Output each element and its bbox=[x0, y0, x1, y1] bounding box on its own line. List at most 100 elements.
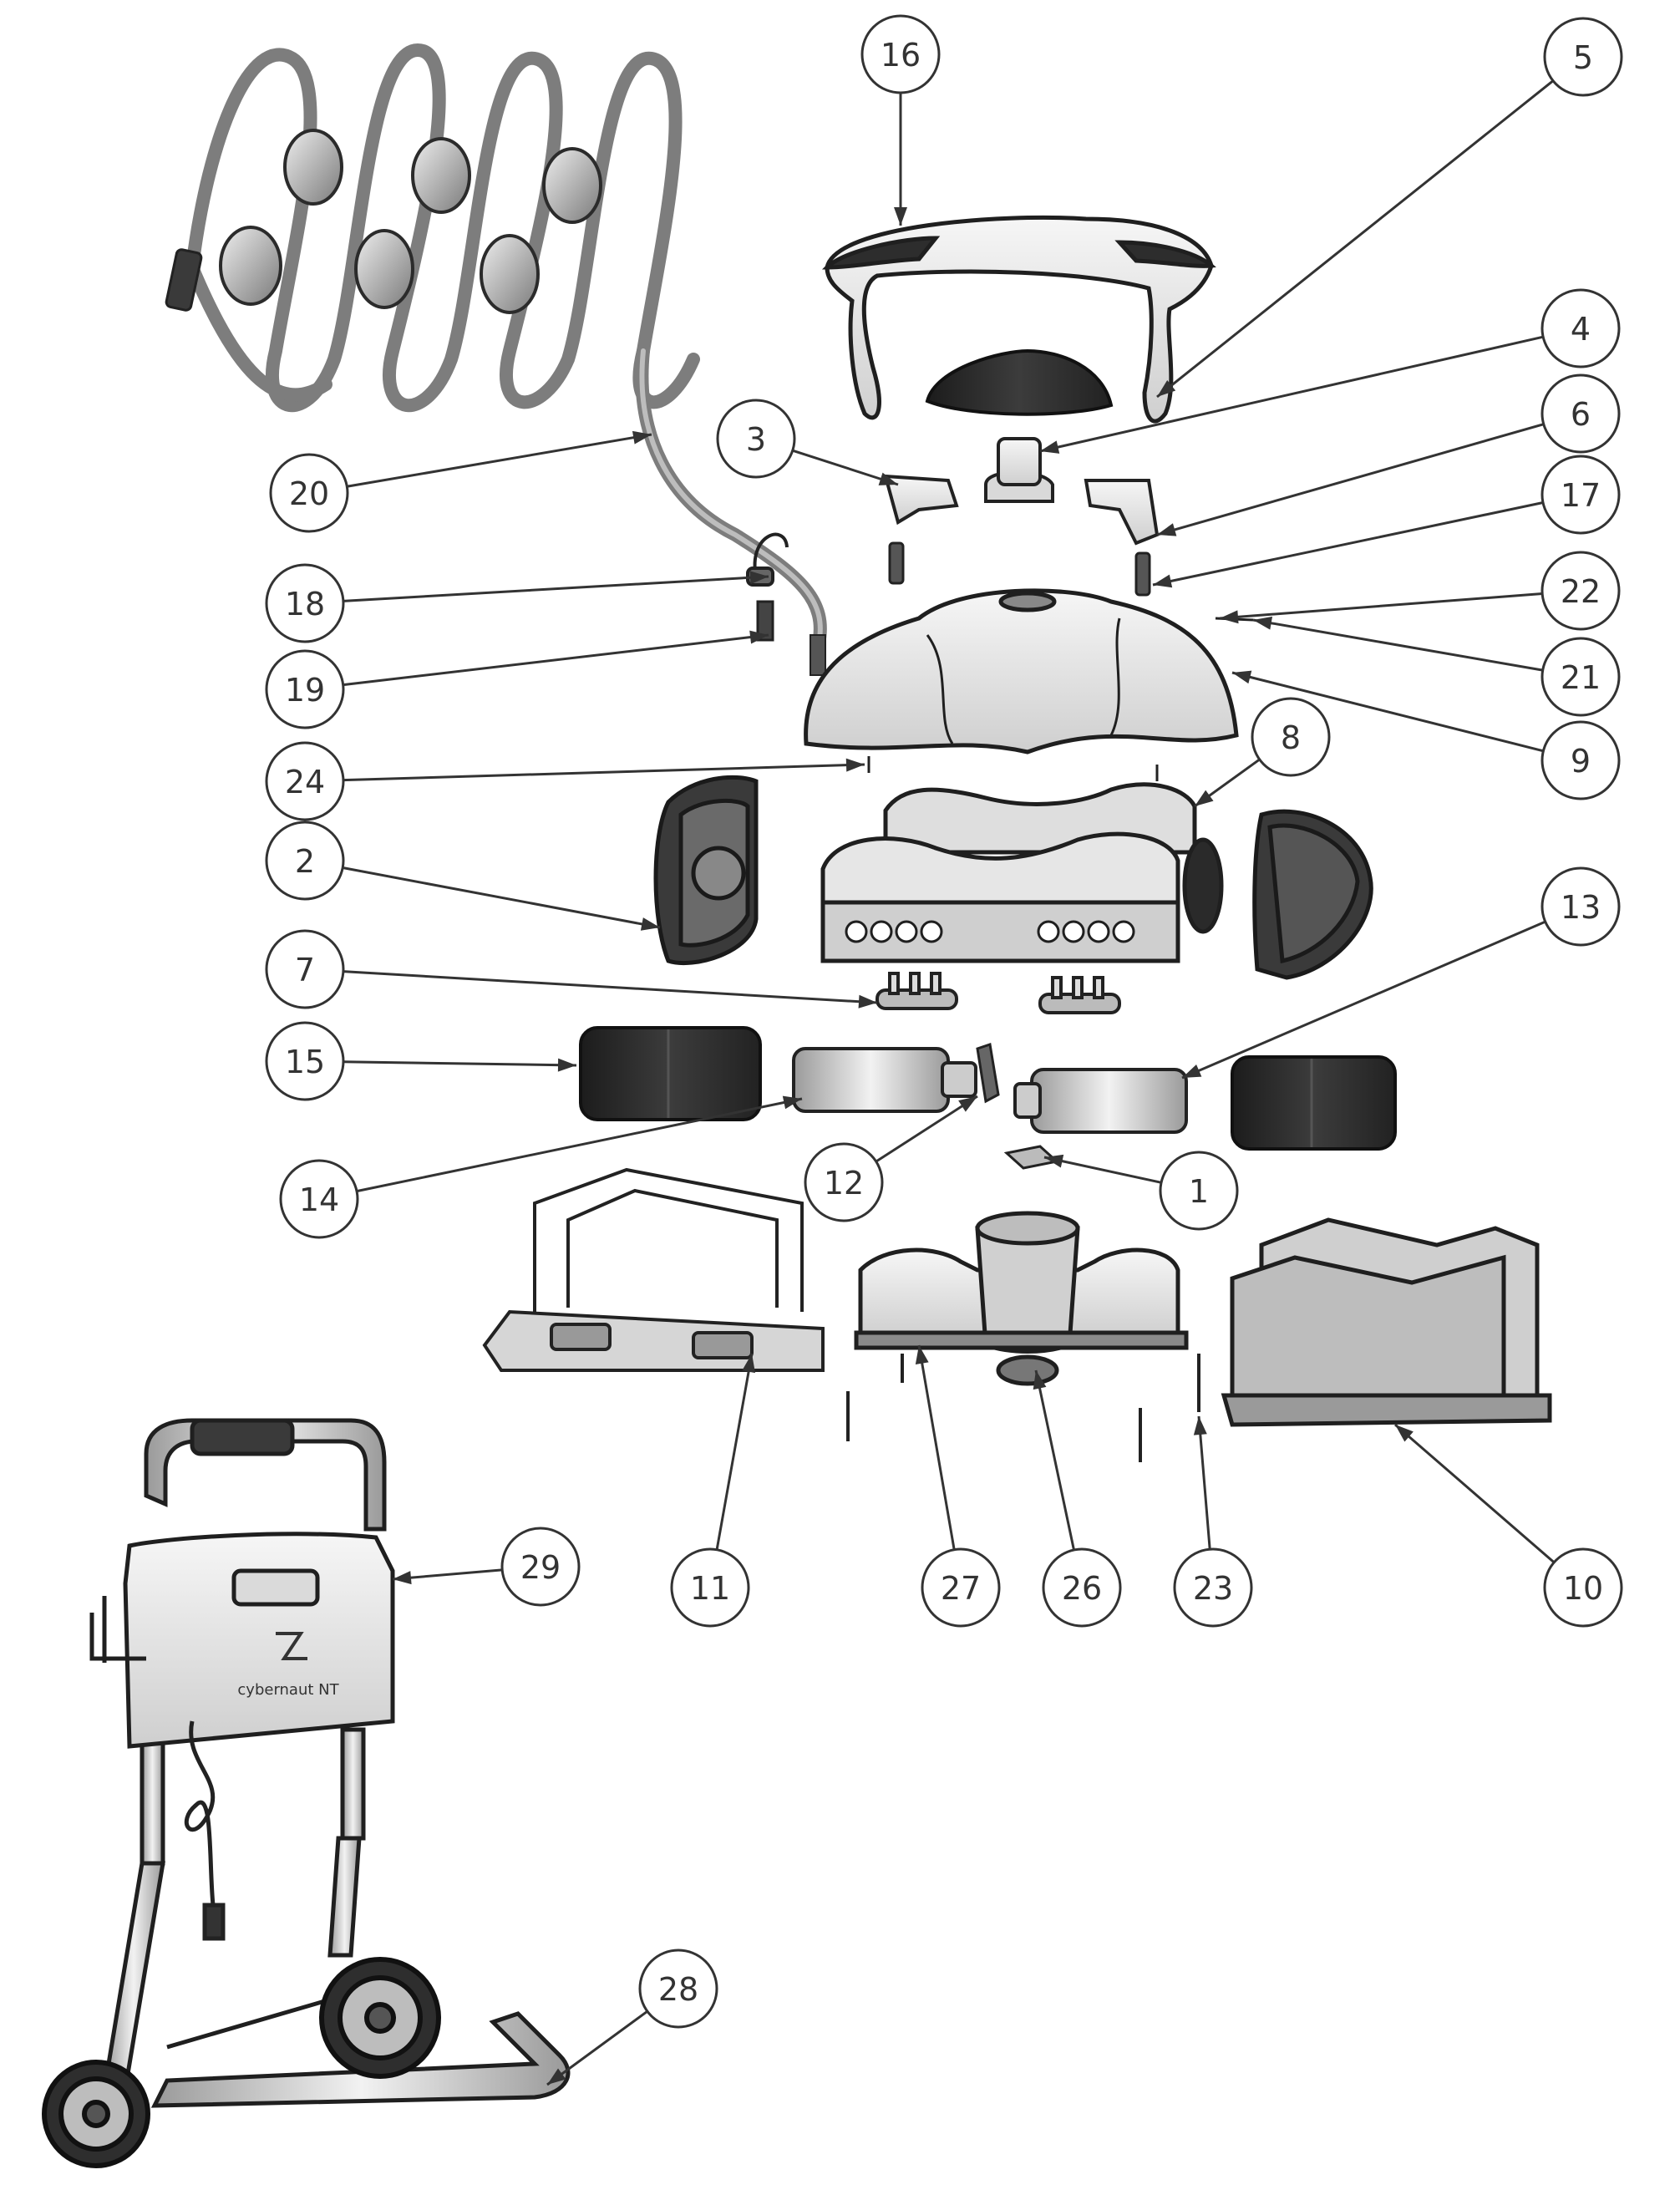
callout-label-20: 20 bbox=[289, 475, 329, 512]
callout-label-22: 22 bbox=[1561, 573, 1601, 610]
callout-label-12: 12 bbox=[824, 1165, 864, 1202]
callout-bubble-17 bbox=[1540, 455, 1621, 535]
callout-bubble-16 bbox=[860, 14, 941, 94]
callout-bubble-6 bbox=[1540, 373, 1621, 454]
arrowhead-27 bbox=[915, 1345, 929, 1365]
part-20-floating-cable bbox=[175, 43, 827, 650]
leader-line-7 bbox=[343, 970, 878, 1004]
arrowhead-23 bbox=[1193, 1416, 1207, 1435]
callout-bubble-1 bbox=[1159, 1151, 1239, 1231]
leader-line-6 bbox=[1156, 423, 1545, 536]
arrowhead-6 bbox=[1157, 523, 1177, 536]
callout-label-1: 1 bbox=[1189, 1173, 1209, 1210]
callout-label-4: 4 bbox=[1571, 311, 1591, 348]
callout-bubble-29 bbox=[500, 1527, 581, 1607]
part-28-caddy-wheels bbox=[42, 1957, 441, 2168]
leader-line-21 bbox=[1252, 618, 1543, 672]
callout-label-8: 8 bbox=[1281, 719, 1301, 756]
part-2-side-panel-right bbox=[1252, 809, 1373, 980]
arrowhead-9 bbox=[1232, 670, 1252, 684]
leader-line-3 bbox=[792, 449, 899, 486]
callout-label-9: 9 bbox=[1571, 743, 1591, 780]
callout-label-14: 14 bbox=[299, 1181, 339, 1218]
callout-label-3: 3 bbox=[746, 421, 766, 458]
callout-bubble-13 bbox=[1540, 866, 1621, 947]
part-15-brushes bbox=[579, 1026, 1397, 1151]
callout-bubble-5 bbox=[1543, 17, 1623, 97]
callout-bubble-7 bbox=[265, 929, 345, 1009]
arrowhead-13 bbox=[1182, 1064, 1202, 1078]
arrowhead-12 bbox=[958, 1096, 977, 1112]
callout-bubble-23 bbox=[1173, 1547, 1253, 1628]
callout-bubble-21 bbox=[1540, 637, 1621, 717]
callout-label-15: 15 bbox=[285, 1044, 325, 1080]
arrowhead-1 bbox=[1044, 1154, 1064, 1168]
callout-bubble-11 bbox=[670, 1547, 750, 1628]
leader-line-4 bbox=[1039, 335, 1544, 453]
callout-label-6: 6 bbox=[1571, 396, 1591, 433]
arrowhead-19 bbox=[749, 630, 769, 644]
leader-line-27 bbox=[917, 1344, 956, 1550]
callout-bubble-20 bbox=[269, 453, 349, 533]
callout-label-5: 5 bbox=[1573, 39, 1593, 76]
leader-line-5 bbox=[1156, 79, 1554, 399]
callout-bubble-9 bbox=[1540, 720, 1621, 800]
arrowhead-7 bbox=[858, 994, 877, 1009]
leader-line-18 bbox=[343, 575, 769, 602]
leader-line-19 bbox=[343, 633, 769, 687]
part-4-pivot bbox=[984, 437, 1054, 503]
arrowhead-10 bbox=[1395, 1425, 1414, 1442]
callout-bubble-19 bbox=[265, 649, 345, 729]
part-16-handle bbox=[821, 215, 1216, 424]
leader-line-24 bbox=[343, 763, 865, 782]
callout-label-28: 28 bbox=[658, 1971, 698, 2008]
leader-line-23 bbox=[1197, 1415, 1211, 1550]
leader-line-15 bbox=[343, 1060, 577, 1067]
caddy-power-cord bbox=[184, 1720, 226, 1941]
callout-bubble-8 bbox=[1251, 697, 1331, 777]
callout-label-27: 27 bbox=[941, 1570, 981, 1607]
arrowhead-17 bbox=[1153, 574, 1173, 588]
arrowhead-3 bbox=[878, 472, 898, 485]
caddy-brand-text: cybernaut NT bbox=[237, 1681, 339, 1699]
callout-bubble-3 bbox=[716, 399, 796, 479]
callout-bubble-18 bbox=[265, 563, 345, 643]
part-2-side-panel-left bbox=[653, 775, 759, 966]
callout-label-10: 10 bbox=[1563, 1570, 1603, 1607]
cable-plug bbox=[165, 248, 203, 312]
arrowhead-20 bbox=[632, 430, 652, 445]
part-10-filter-bag bbox=[1221, 1217, 1552, 1427]
arrowhead-5 bbox=[1157, 380, 1176, 397]
callout-bubble-2 bbox=[265, 821, 345, 901]
callout-label-13: 13 bbox=[1561, 889, 1601, 926]
arrowhead-29 bbox=[393, 1571, 412, 1585]
part-7-brackets bbox=[876, 972, 1121, 1014]
arrowhead-8 bbox=[1195, 790, 1214, 806]
arrowhead-24 bbox=[845, 758, 865, 772]
callout-label-18: 18 bbox=[285, 586, 325, 622]
callout-label-16: 16 bbox=[881, 37, 921, 74]
callout-label-26: 26 bbox=[1062, 1570, 1102, 1607]
arrowhead-15 bbox=[557, 1058, 576, 1072]
part-9-top-cover bbox=[804, 588, 1239, 755]
callout-bubble-12 bbox=[804, 1142, 884, 1222]
part-28-caddy-frame bbox=[102, 1418, 571, 2108]
part-11-filter-frame bbox=[482, 1167, 825, 1372]
callout-bubble-27 bbox=[921, 1547, 1001, 1628]
callout-label-7: 7 bbox=[295, 952, 315, 988]
arrowhead-11 bbox=[742, 1354, 756, 1374]
callout-label-24: 24 bbox=[285, 764, 325, 800]
part-6-clip bbox=[1084, 479, 1160, 546]
arrowhead-18 bbox=[749, 571, 769, 585]
part-24-screws bbox=[867, 756, 1159, 781]
arrowhead-28 bbox=[547, 2068, 566, 2085]
arrowhead-26 bbox=[1033, 1370, 1047, 1390]
callout-label-21: 21 bbox=[1561, 659, 1601, 696]
callout-bubble-14 bbox=[279, 1159, 359, 1239]
callout-bubble-24 bbox=[265, 741, 345, 821]
arrowhead-4 bbox=[1040, 440, 1060, 454]
leader-line-13 bbox=[1181, 920, 1546, 1080]
